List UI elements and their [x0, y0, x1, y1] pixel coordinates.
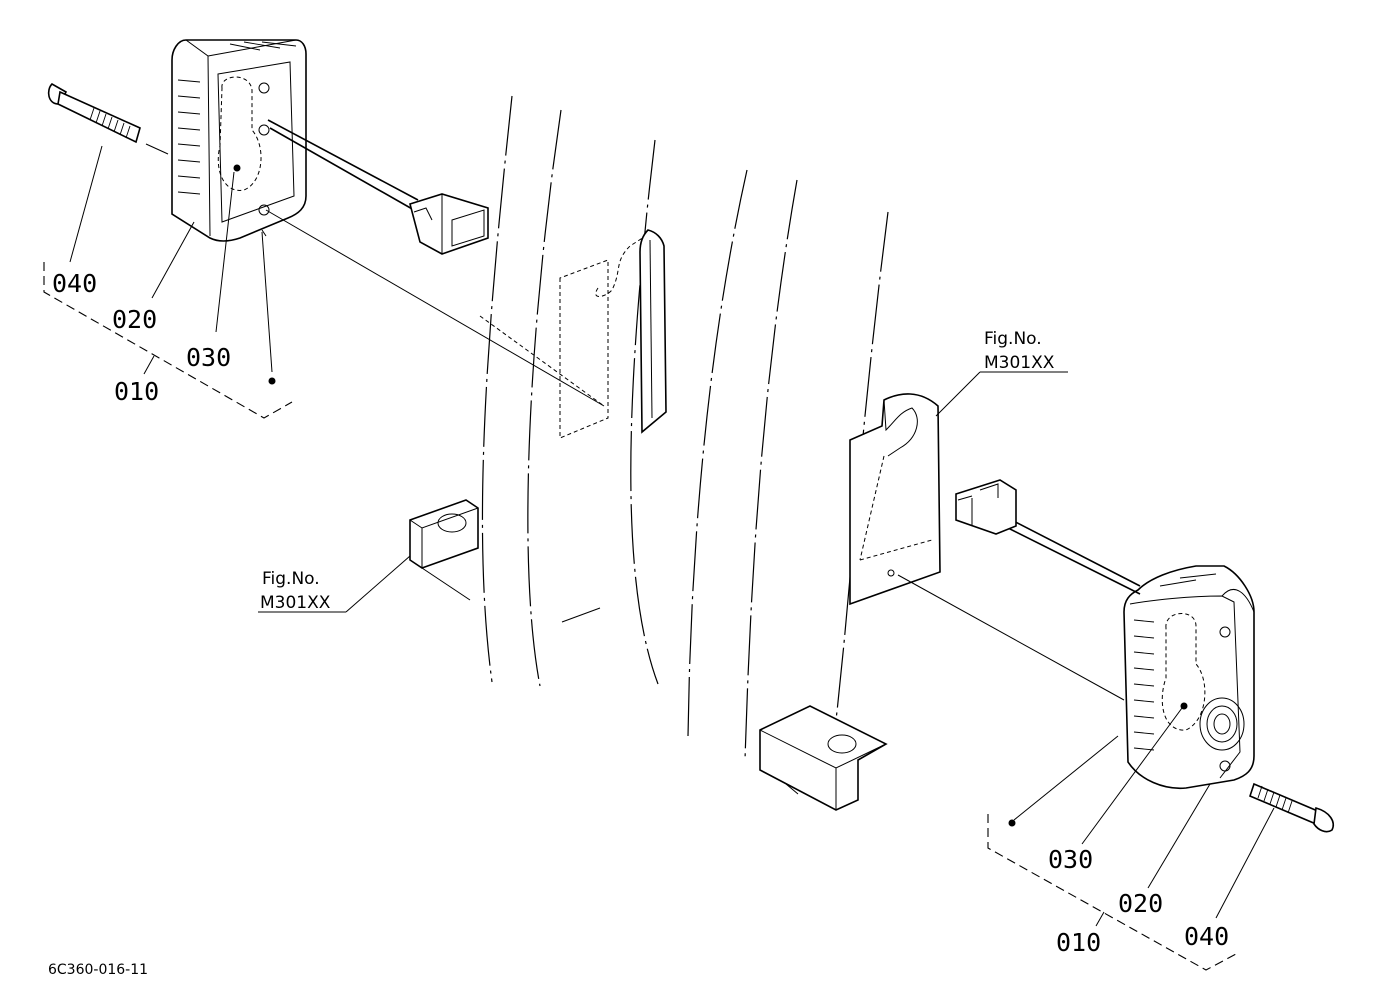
- left-label-lens: 020: [112, 305, 157, 334]
- left-leader-lines: [43, 145, 605, 419]
- left-lamp-hatching: [177, 41, 297, 195]
- left-label-bulb: 030: [186, 343, 231, 372]
- left-mounting-bracket: [559, 229, 667, 439]
- reference-leader-lines: [258, 371, 1068, 613]
- right-lamp-hatching: [1133, 573, 1217, 751]
- left-rear-lamp: [171, 39, 307, 242]
- figure-reference-right-line2: M301XX: [984, 353, 1055, 373]
- figure-reference-left-line1: Fig.No.: [262, 569, 320, 589]
- right-mounting-bracket: [849, 393, 941, 606]
- right-leader-lines: [897, 574, 1275, 971]
- cab-frame-outline: [481, 95, 889, 761]
- right-label-assembly: 010: [1056, 928, 1101, 957]
- left-label-assembly: 010: [114, 377, 159, 406]
- left-label-screw: 040: [52, 269, 97, 298]
- right-screw: [1249, 782, 1334, 833]
- figure-reference-left-line2: M301XX: [260, 593, 331, 613]
- figure-reference-right-line1: Fig.No.: [984, 329, 1042, 349]
- left-wire-harness: [267, 119, 489, 255]
- right-label-lens: 020: [1118, 889, 1163, 918]
- right-rear-lamp: [1123, 565, 1255, 790]
- right-wire-harness: [955, 479, 1141, 595]
- left-mounting-block: [409, 499, 479, 601]
- right-mounting-foot: [759, 705, 888, 811]
- right-label-bulb: 030: [1048, 845, 1093, 874]
- drawing-code: 6C360-016-11: [48, 962, 148, 978]
- right-label-screw: 040: [1184, 922, 1229, 951]
- left-screw: [47, 83, 169, 155]
